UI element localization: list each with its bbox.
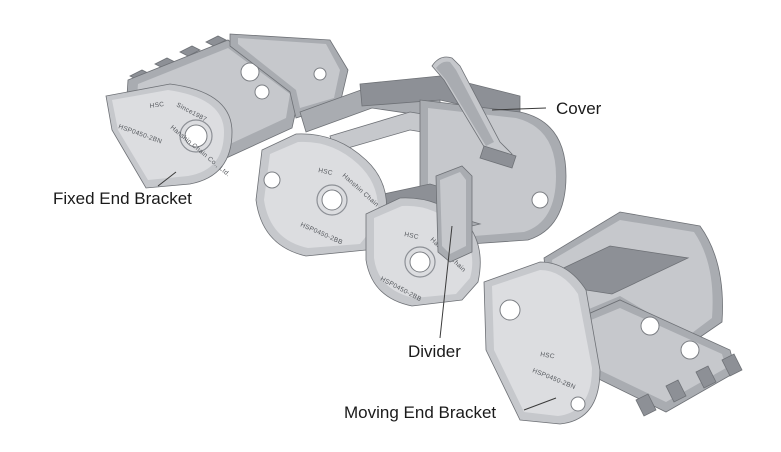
moving-brand-mark: HSC xyxy=(540,351,556,360)
link-b-brand-mark: HSC xyxy=(404,231,420,241)
fixed-brand-mark: HSC xyxy=(149,101,164,110)
cover-leader xyxy=(491,107,547,111)
moving-bracket-teeth xyxy=(635,353,743,417)
divider-leader xyxy=(439,225,453,339)
moving-end-bracket-label: Moving End Bracket xyxy=(344,403,497,422)
leader-lines xyxy=(157,107,557,411)
fixed-end-bracket-label: Fixed End Bracket xyxy=(53,189,192,208)
link-b-pivot-hole xyxy=(409,251,431,273)
chain-link-assembly: HSC HSP0450-2BB Hanshin Chain HSC HSP045… xyxy=(255,56,567,307)
cover-label: Cover xyxy=(556,99,602,118)
moving-end-bracket: HSC HSP0450-2BN xyxy=(483,211,743,425)
divider-label: Divider xyxy=(408,342,461,361)
fixed-bracket-leader xyxy=(157,171,177,187)
fixed-bracket-pivot-hole xyxy=(184,124,208,148)
link-a-pivot-hole xyxy=(321,189,343,211)
fixed-end-bracket: HSC HSP0450-2BN Since1987 Hanshin Chain … xyxy=(105,33,349,189)
moving-bracket-pivot-hole xyxy=(499,299,521,321)
moving-bracket-leader xyxy=(523,397,557,411)
link-a-brand-mark: HSC xyxy=(318,167,334,177)
